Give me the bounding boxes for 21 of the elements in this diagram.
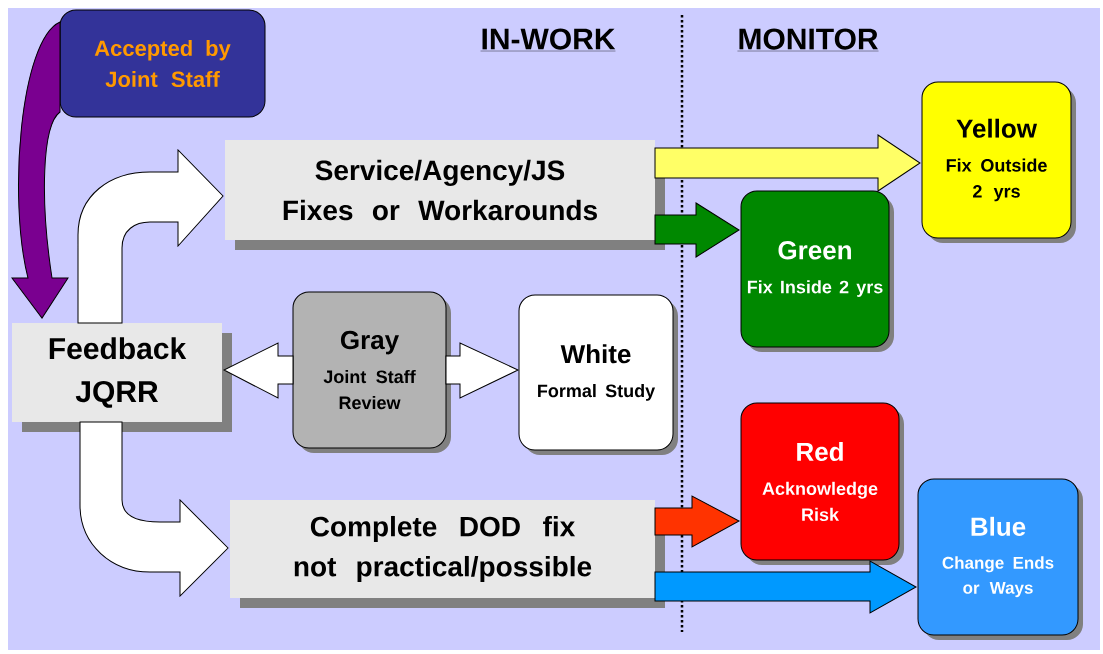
block-arrow bbox=[445, 342, 519, 399]
process-box: Feedback JQRR bbox=[12, 323, 232, 432]
block-arrow bbox=[79, 421, 229, 597]
status-box: Green Fix Inside 2 yrs bbox=[740, 190, 894, 352]
process-box: Complete DOD fix not practical/possible bbox=[230, 500, 665, 608]
process-box: Service/Agency/JS Fixes or Workarounds bbox=[225, 140, 665, 250]
block-arrow bbox=[654, 202, 740, 258]
status-box: Blue Change Ends or Ways bbox=[917, 478, 1083, 640]
status-box: White Formal Study bbox=[518, 294, 678, 455]
callout-box: Accepted by Joint Staff bbox=[59, 9, 266, 118]
block-arrow bbox=[654, 495, 740, 548]
status-box: Yellow Fix Outside 2 yrs bbox=[921, 81, 1076, 243]
status-box: Red Acknowledge Risk bbox=[740, 402, 904, 565]
block-arrow bbox=[77, 149, 224, 324]
block-arrow bbox=[11, 21, 69, 319]
column-heading: IN-WORK bbox=[480, 28, 616, 52]
status-box: Gray Joint Staff Review bbox=[292, 291, 451, 453]
column-heading: MONITOR bbox=[737, 28, 879, 52]
block-arrow bbox=[654, 560, 917, 614]
block-arrow bbox=[654, 134, 921, 192]
block-arrow bbox=[223, 342, 294, 399]
